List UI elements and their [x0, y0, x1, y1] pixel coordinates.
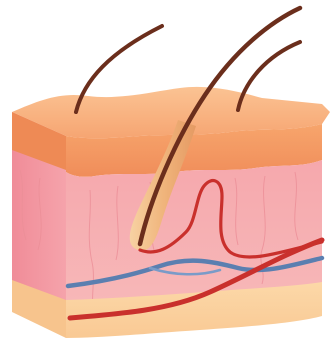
skin-diagram-svg	[0, 0, 335, 358]
skin-cross-section-diagram	[0, 0, 335, 358]
